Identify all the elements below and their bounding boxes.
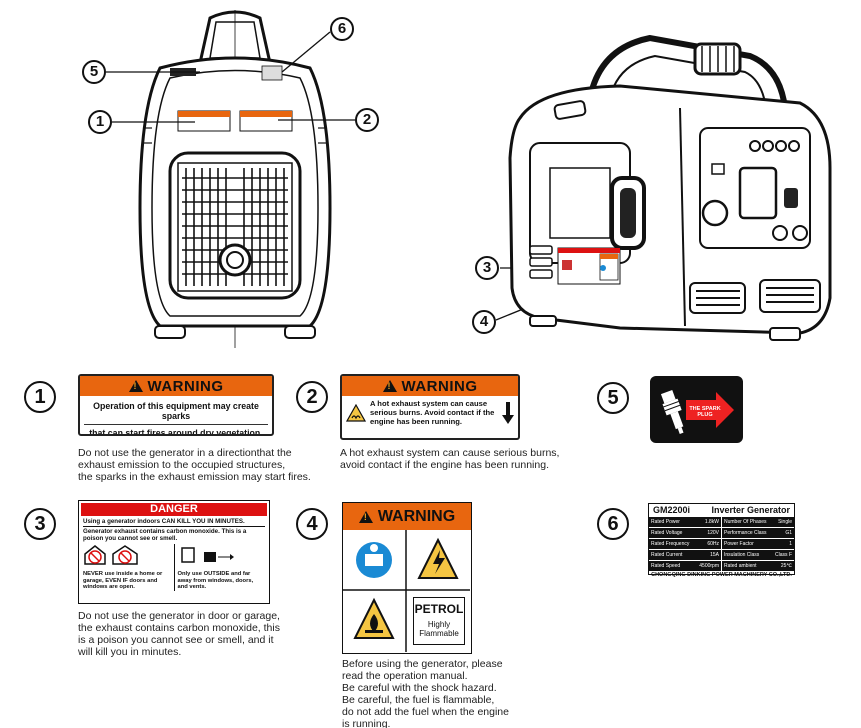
label-4-caption: Before using the generator, please read … — [342, 658, 509, 728]
generator-rear-view — [508, 34, 832, 341]
label-4-flammable: Flammable — [419, 629, 459, 638]
spec-value: 15A — [710, 552, 719, 558]
label-4-warning-manual: WARNING PETROL Highly Flammable — [342, 502, 472, 654]
spec-value: Single — [778, 519, 792, 525]
label-6-model: GM2200i — [653, 505, 691, 515]
callout-6-top: 6 — [330, 17, 354, 41]
spec-value: 60Hz — [707, 541, 719, 547]
callout-3-top: 3 — [475, 256, 499, 280]
label-3-header: DANGER — [81, 503, 267, 516]
spec-key: Rated Power — [651, 519, 680, 525]
label-4-petrol: PETROL — [414, 602, 464, 616]
warning-triangle-icon — [358, 510, 373, 523]
label-3-danger-co: DANGER Using a generator indoors CAN KIL… — [78, 500, 270, 604]
callout-6: 6 — [597, 508, 629, 540]
spec-value: G1 — [785, 530, 792, 536]
spec-key: Rated ambient temperature — [724, 563, 757, 580]
label-3-caption: Do not use the generator in door or gara… — [78, 610, 280, 658]
spec-row: Rated Frequency 60Hz Power Factor 1 — [649, 538, 794, 549]
label-1-header: WARNING — [80, 376, 272, 396]
spec-key: Rated Voltage — [651, 530, 683, 536]
spec-key: Insulation Class — [724, 552, 760, 558]
warning-triangle-icon — [128, 380, 143, 392]
callout-1-top: 1 — [88, 110, 112, 134]
spec-value: 1 — [789, 541, 792, 547]
callout-2-top: 2 — [355, 108, 379, 132]
callout-2: 2 — [296, 381, 328, 413]
label-6-spec-plate: GM2200i Inverter Generator Rated Power 1.… — [648, 503, 795, 580]
label-1-warning-sparks: WARNING Operation of this equipment may … — [78, 374, 274, 436]
label-2-caption: A hot exhaust system can cause serious b… — [340, 447, 560, 471]
hot-surface-icon — [346, 403, 366, 422]
label-3-right-text: Only use OUTSIDE and far away from windo… — [177, 571, 254, 590]
spec-value: 4500rpm — [699, 563, 719, 569]
arrow-down-icon — [502, 401, 514, 424]
spec-row: Rated Speed 4500rpm Rated ambient temperat… — [649, 560, 794, 580]
label-4-header: WARNING — [343, 503, 471, 530]
label-3-line1: Using a generator indoors CAN KILL YOU I… — [83, 518, 245, 525]
spec-row: Rated Power 1.8kW Number Of Phases Single — [649, 516, 794, 527]
label-1-caption: Do not use the generator in a directiont… — [78, 447, 311, 483]
warning-triangle-icon — [382, 380, 397, 392]
callout-1: 1 — [24, 381, 56, 413]
label-1-line1: Operation of this equipment may create s… — [93, 401, 259, 421]
label-2-warning-hot-exhaust: WARNING A hot exhaust system can cause s… — [340, 374, 520, 440]
no-indoor-use-icon — [84, 545, 138, 565]
spec-value: 120V — [707, 530, 719, 536]
label-4-pictograms — [343, 530, 470, 652]
label-6-title: Inverter Generator — [711, 505, 790, 515]
label-5-spark-plug: THE SPARK PLUG — [650, 376, 743, 443]
label-4-petrol-box: PETROL Highly Flammable — [413, 597, 465, 645]
spec-value: Class F — [775, 552, 792, 558]
generator-front-view — [138, 10, 332, 348]
label-4-highly: Highly — [427, 620, 451, 629]
label-2-text: A hot exhaust system can cause serious b… — [370, 399, 495, 426]
spec-row: Rated Voltage 120V Performance Class G1 — [649, 527, 794, 538]
spec-key: Performance Class — [724, 530, 767, 536]
label-5-text: THE SPARK PLUG — [689, 406, 721, 418]
label-3-left-text: NEVER use inside a home or garage, EVEN … — [83, 571, 163, 590]
callout-5-top: 5 — [82, 60, 106, 84]
spec-value: 25℃ — [780, 563, 792, 569]
spark-plug-icon — [660, 389, 734, 435]
callout-3: 3 — [24, 508, 56, 540]
spec-key: Rated Frequency — [651, 541, 690, 547]
label-2-header: WARNING — [342, 376, 518, 396]
spec-row: Rated Current 15A Insulation Class Class F — [649, 549, 794, 560]
callout-5: 5 — [597, 382, 629, 414]
spec-value: 1.8kW — [704, 519, 719, 525]
spec-key: Rated Current — [651, 552, 683, 558]
outdoor-use-icon — [180, 547, 234, 563]
label-1-line2: that can start fires around dry vegetati… — [89, 428, 263, 436]
spec-key: Power Factor — [724, 541, 754, 547]
callout-4: 4 — [296, 508, 328, 540]
spec-key: Rated Speed — [651, 563, 681, 569]
spec-key: Number Of Phases — [724, 519, 767, 525]
label-6-footer: CHONGQING DINKING POWER MACHINERY CO.,LT… — [651, 572, 792, 578]
label-3-line2: Generator exhaust contains carbon monoxi… — [83, 528, 247, 542]
label-1-divider — [84, 424, 268, 425]
callout-4-top: 4 — [472, 310, 496, 334]
